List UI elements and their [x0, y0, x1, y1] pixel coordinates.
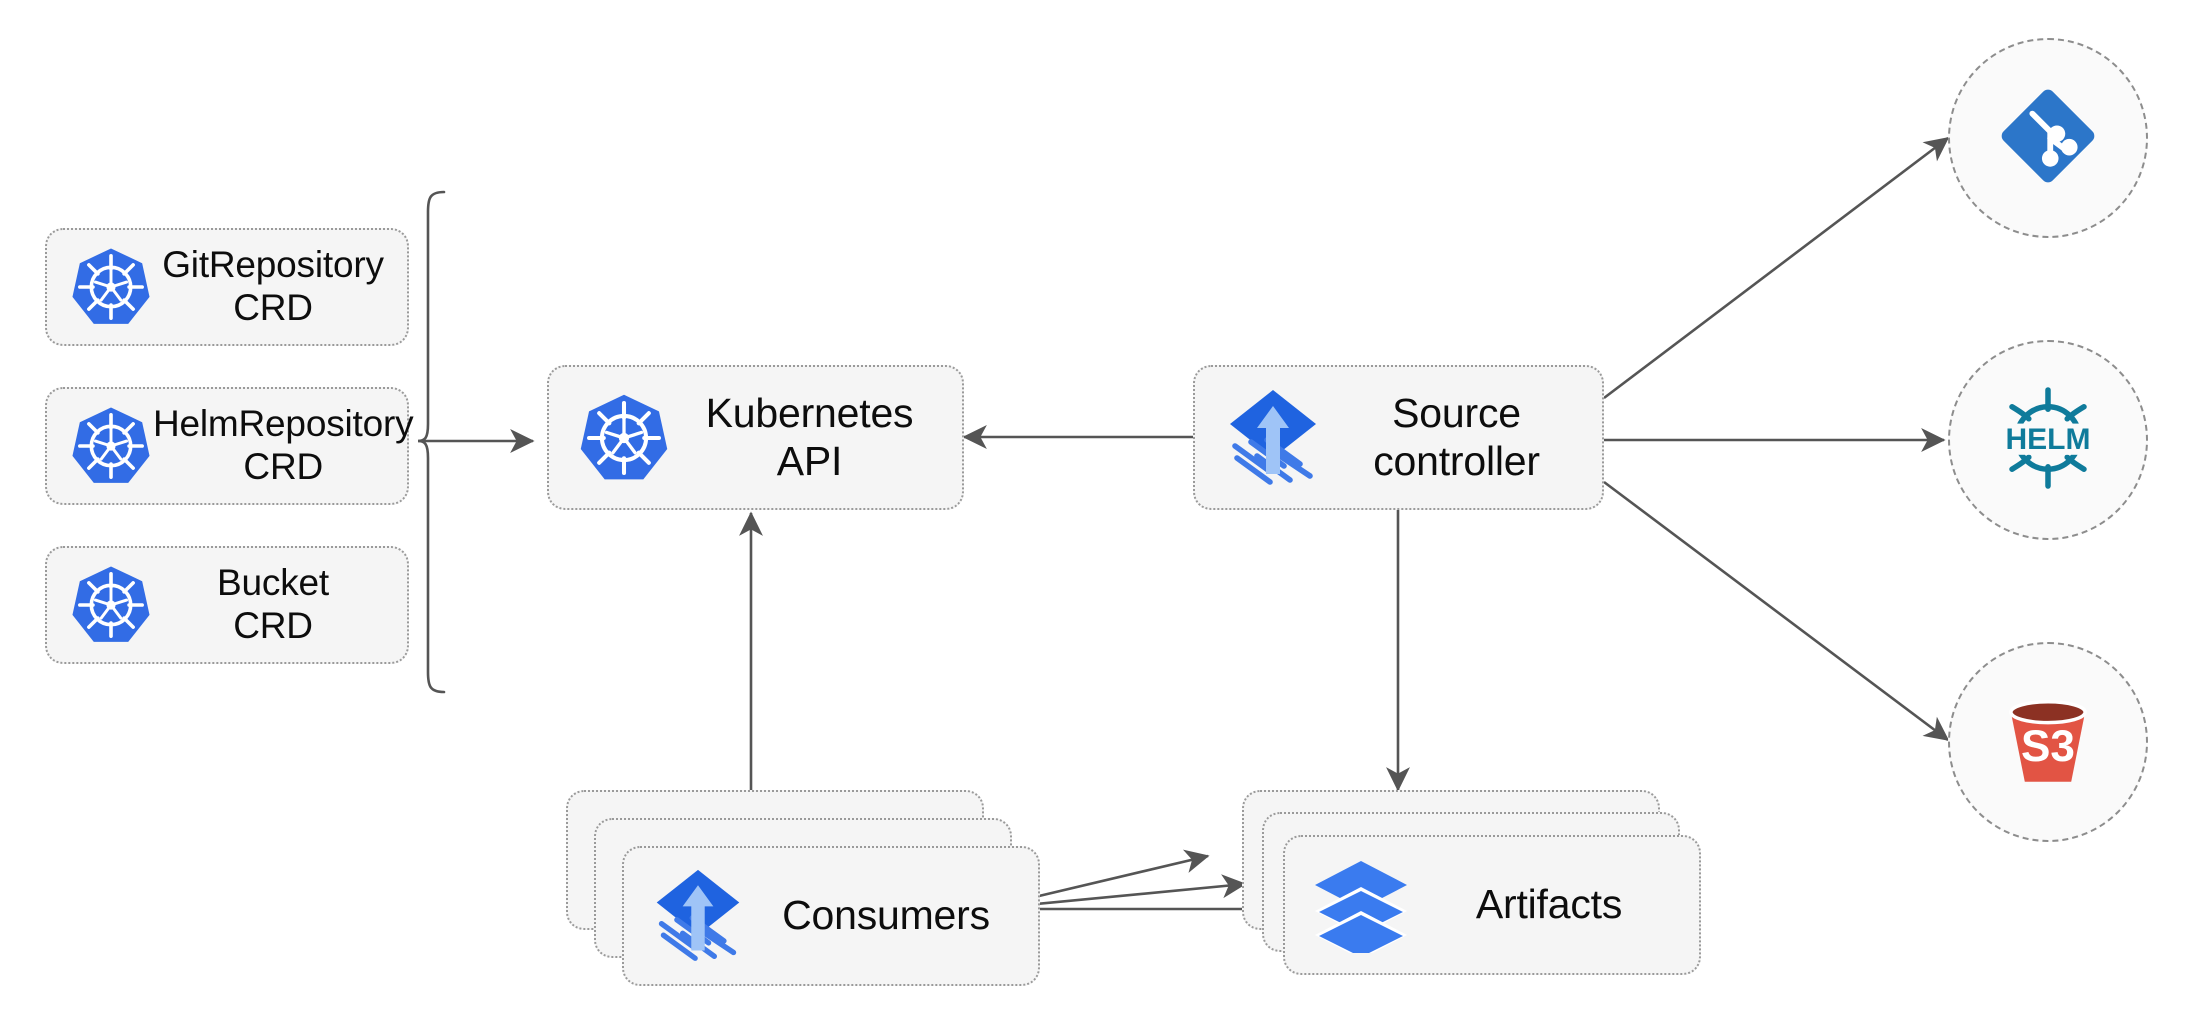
s3-wordmark: S3	[2021, 721, 2075, 770]
crd-card-label: HelmRepository CRD	[153, 403, 414, 487]
layers-icon	[1309, 855, 1413, 955]
kubernetes-icon	[69, 404, 153, 488]
flux-icon	[648, 862, 748, 970]
s3-bucket-icon: S3	[1990, 682, 2106, 803]
kubernetes-icon	[69, 563, 153, 647]
edge-source-to-s3	[1603, 480, 1950, 742]
node-consumers[interactable]: Consumers	[622, 846, 1040, 986]
crd-card-label: GitRepository CRD	[162, 244, 384, 328]
edge-source-to-git	[1603, 136, 1950, 400]
external-node-git[interactable]	[1948, 38, 2148, 238]
helm-wordmark: HELM	[2006, 422, 2091, 455]
crd-card-helmrepository[interactable]: HelmRepository CRD	[45, 387, 414, 505]
node-label: Artifacts	[1475, 881, 1623, 928]
crd-card-bucket[interactable]: Bucket CRD	[45, 546, 409, 664]
node-artifacts[interactable]: Artifacts	[1283, 835, 1701, 975]
flux-icon	[1221, 382, 1325, 494]
kubernetes-icon	[577, 391, 671, 485]
node-label: Kubernetes API	[705, 389, 914, 484]
external-node-helm[interactable]: HELM	[1948, 340, 2148, 540]
node-label: Source controller	[1373, 389, 1540, 484]
node-label: Consumers	[782, 892, 990, 939]
external-node-s3[interactable]: S3	[1948, 642, 2148, 842]
git-icon	[1992, 80, 2104, 197]
crd-group-brace	[417, 190, 535, 694]
crd-card-label: Bucket CRD	[217, 562, 329, 646]
crd-card-gitrepository[interactable]: GitRepository CRD	[45, 228, 409, 346]
helm-icon: HELM	[1988, 378, 2108, 503]
node-source-controller[interactable]: Source controller	[1193, 365, 1604, 510]
node-kubernetes-api[interactable]: Kubernetes API	[547, 365, 964, 510]
kubernetes-icon	[69, 245, 153, 329]
